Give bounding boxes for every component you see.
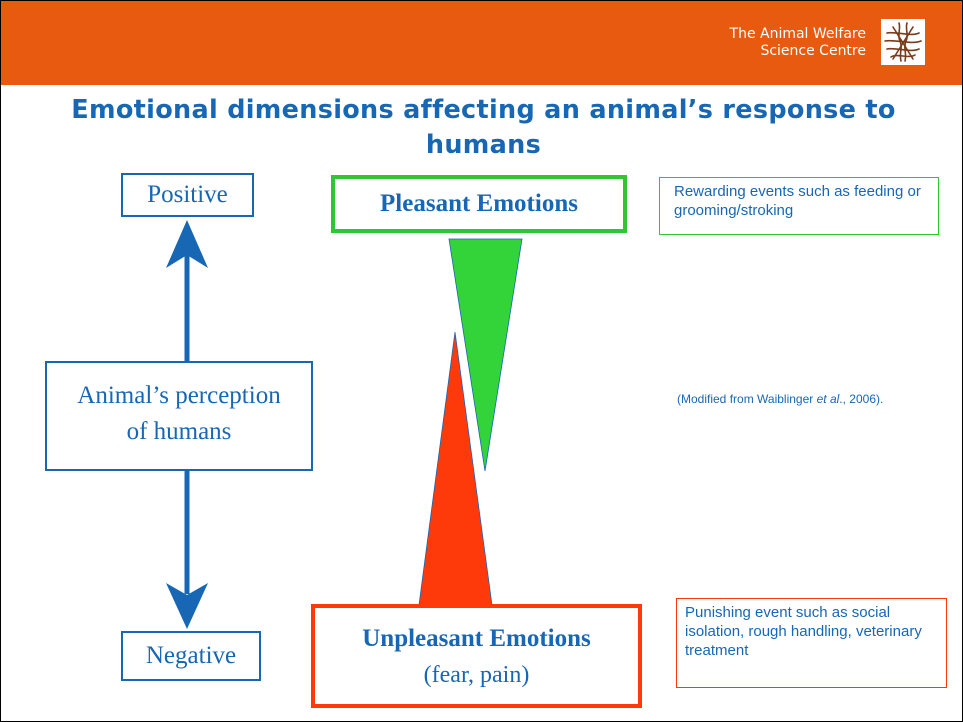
unpleasant-emotions-label: Unpleasant Emotions (362, 625, 591, 652)
negative-label: Negative (121, 631, 261, 681)
logo-icon (884, 22, 922, 62)
header-bar (1, 1, 962, 85)
punishing-events-note: Punishing event such as social isolation… (676, 598, 947, 688)
unpleasant-emotions-box: Unpleasant Emotions (fear, pain) (311, 604, 642, 708)
rewarding-events-note: Rewarding events such as feeding or groo… (659, 177, 939, 235)
perception-box: Animal’s perception of humans (45, 361, 313, 471)
organization-line-2: Science Centre (760, 43, 866, 59)
axis-arrow-up-head (166, 220, 208, 268)
slide-title: Emotional dimensions affecting an animal… (71, 95, 896, 160)
pleasant-emotions-label: Pleasant Emotions (380, 190, 578, 217)
pleasant-triangle (448, 238, 523, 472)
organization-line-1: The Animal Welfare (729, 26, 866, 42)
pleasant-emotions-box: Pleasant Emotions (331, 175, 627, 233)
organization-logo (881, 19, 925, 65)
perception-line-1: Animal’s perception (77, 382, 281, 409)
citation-text-before: (Modified from Waiblinger (677, 392, 817, 406)
citation-italic: et al (816, 392, 840, 406)
citation-text-after: ., 2006). (839, 392, 884, 406)
unpleasant-emotions-sublabel: (fear, pain) (423, 662, 530, 688)
positive-label: Positive (121, 173, 254, 217)
axis-arrow-down-head (166, 583, 208, 629)
perception-line-2: of humans (126, 418, 232, 445)
header-bar-fill (1, 1, 962, 85)
citation: (Modified from Waiblinger et al., 2006). (677, 392, 883, 406)
organization-name: The Animal Welfare Science Centre (730, 26, 866, 60)
